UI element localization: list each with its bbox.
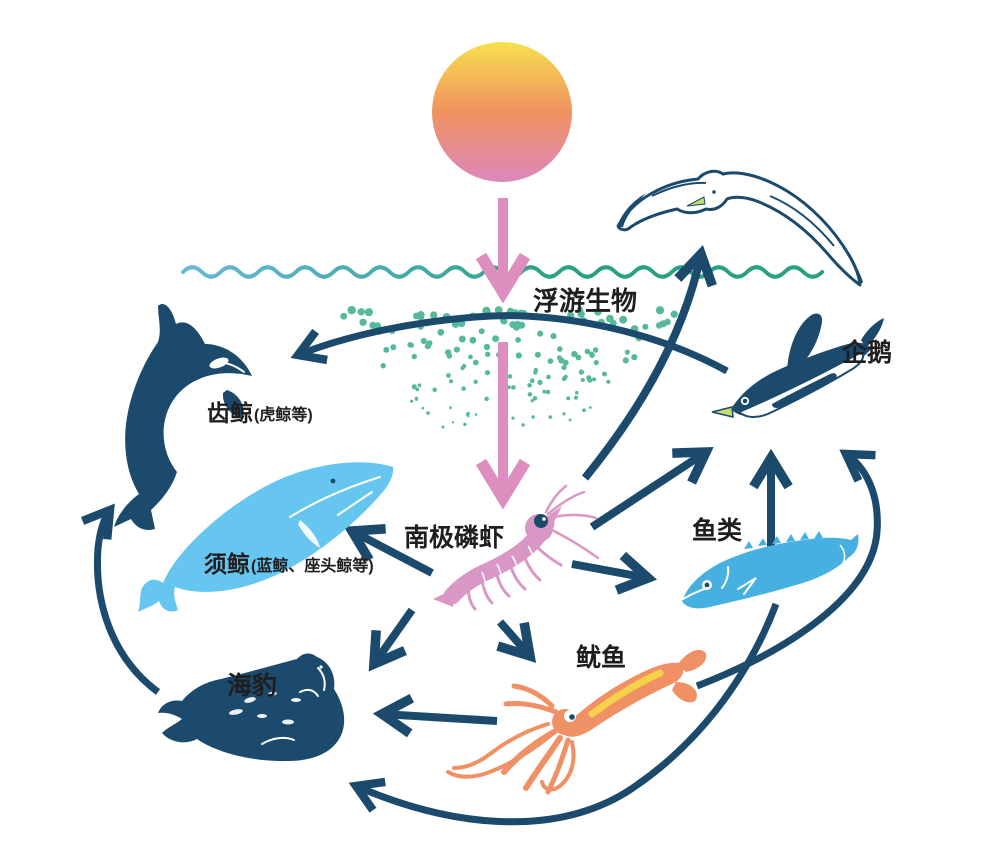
label-baleen-whale-note: (蓝鲸、座头鲸等) [251,556,374,575]
label-toothed-whale: 齿鲸 [207,400,253,426]
krill-illustration [433,484,600,611]
penguin-tail [861,318,884,348]
krill-tail [433,589,454,607]
food-web-arrows [81,244,881,826]
arrow-seal-to-toothed-whale [81,503,161,695]
arrow-krill-to-seabird [581,244,717,481]
penguin-body [731,342,871,416]
seal-illustration [158,653,345,762]
orca-flank-patch [173,396,190,452]
seal-eye [319,665,323,669]
seabird-eye [712,190,716,194]
orca-pectoral-fin [222,390,244,419]
plankton-cloud [340,305,678,429]
toothed-whale-illustration [114,304,252,530]
label-baleen-whale: 须鲸 [204,551,250,577]
label-toothed-whale-note: (虎鲸等) [254,405,313,424]
squid-stripe [588,669,664,718]
krill-legs [466,544,563,611]
sun [432,42,572,182]
label-plankton: 浮游生物 [533,286,637,316]
arrow-krill-to-baleen-whale [343,524,434,577]
krill-antennae [544,484,600,560]
squid-fin [672,682,697,703]
squid-fin [678,649,707,672]
fish-illustration [682,531,859,609]
label-krill: 南极磷虾 [404,524,504,552]
arrow-squid-to-penguin [695,449,881,690]
label-squid: 鱿鱼 [576,644,626,672]
squid-mantle [560,662,684,737]
label-seal: 海豹 [227,671,277,700]
penguin-flipper [772,373,837,408]
baleen-whale-illustration [138,462,394,612]
arrow-fish-to-seal [348,602,780,826]
penguin-belly [737,350,865,418]
arrow-krill-to-seal [368,607,416,672]
squid-illustration [446,649,707,795]
penguin-beak [711,406,734,418]
squid-tentacles [446,683,576,795]
krill-eye [534,514,548,528]
penguin-eye [740,396,750,406]
arrow-krill-to-fish [571,551,658,595]
arrow-squid-to-seal [372,693,498,738]
whale-eye [330,478,336,484]
arrow-penguin-to-toothed-whale [290,312,729,375]
penguin-wing [787,313,823,371]
label-penguin: 企鹅 [842,338,892,367]
seabird-beak [686,196,706,207]
whale-flipper [298,520,320,548]
seabird-illustration [616,169,863,287]
arrow-krill-to-penguin [589,446,714,531]
arrow-krill-to-squid [496,619,537,663]
penguin-illustration [711,313,884,418]
label-fish: 鱼类 [692,517,743,545]
